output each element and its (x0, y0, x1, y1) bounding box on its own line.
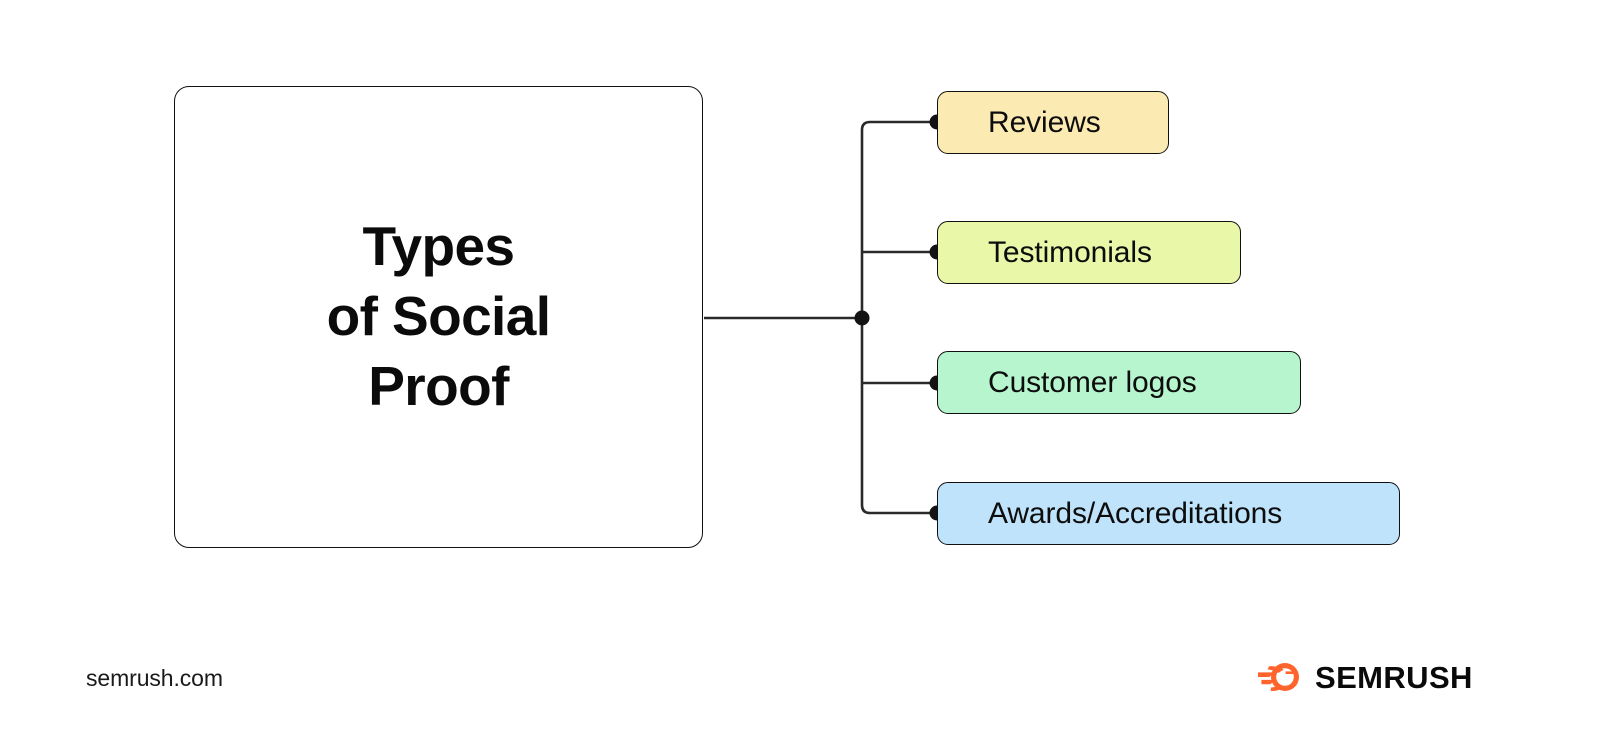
semrush-comet-icon (1258, 663, 1299, 692)
branch-node-awards-accreditations[interactable]: Awards/Accreditations (937, 482, 1400, 545)
site-url: semrush.com (86, 665, 223, 691)
wire-branch-3 (860, 318, 937, 515)
hub-box: Types of Social Proof (174, 86, 703, 548)
hub-title: Types of Social Proof (326, 215, 551, 417)
branch-node-testimonials[interactable]: Testimonials (937, 221, 1241, 284)
junction-dot (854, 310, 870, 326)
wire-branch-0 (860, 120, 937, 318)
semrush-logo: SEMRUSH (1258, 660, 1473, 694)
branch-label: Testimonials (988, 235, 1152, 269)
branch-label: Reviews (988, 105, 1101, 139)
branch-label: Awards/Accreditations (988, 496, 1283, 530)
branch-label: Customer logos (988, 365, 1197, 399)
branch-node-customer-logos[interactable]: Customer logos (937, 351, 1301, 414)
semrush-wordmark: SEMRUSH (1315, 659, 1473, 695)
branch-node-reviews[interactable]: Reviews (937, 91, 1169, 154)
